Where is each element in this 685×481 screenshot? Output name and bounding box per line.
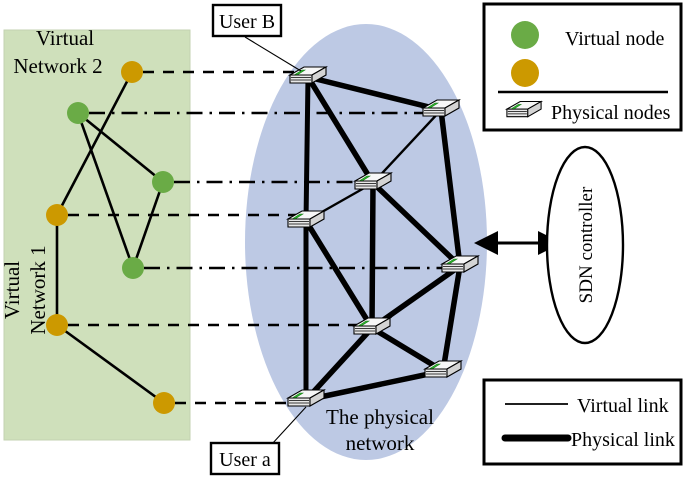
physical-link-thick [303, 74, 311, 224]
user-b-box[interactable] [211, 3, 283, 38]
legend-physical-link-label: Physical link [571, 429, 675, 451]
callout-user-b[interactable]: User B [211, 3, 302, 72]
virtual-link [131, 181, 165, 269]
physical-link-thick [305, 74, 376, 186]
legend-virtual-node-orange-icon [511, 59, 539, 87]
legend-nodes: Virtual node Physical nodes [482, 2, 683, 132]
virtual-network-panel [3, 29, 191, 441]
user-a-label: User a [219, 449, 271, 471]
virtual-link [55, 71, 134, 216]
virtual-node-orange[interactable] [46, 314, 68, 336]
mapping-links-group [68, 70, 460, 405]
physical-link-thick [369, 180, 376, 331]
virtual-node-green[interactable] [152, 171, 174, 193]
virtual-nodes-group [46, 61, 175, 414]
legend-physical-nodes-label: Physical nodes [551, 102, 671, 124]
sdn-controller-ellipse[interactable] [545, 145, 625, 345]
virtual-node-orange[interactable] [121, 61, 143, 83]
virtual-network2-label-line2: Network 2 [13, 54, 102, 78]
user-a-leader-line [271, 406, 307, 445]
physical-link-thin [371, 108, 443, 185]
physical-link-thick [303, 218, 375, 331]
legend-virtual-link-label: Virtual link [577, 395, 669, 417]
physical-link-thick [303, 368, 446, 403]
user-b-label: User B [219, 11, 275, 33]
sdn-controller[interactable]: SDN controller [474, 145, 625, 345]
virtual-network2-label-line1: Virtual [36, 26, 94, 50]
physical-link-thick [438, 107, 463, 269]
user-b-leader-line [244, 36, 302, 72]
virtual-link [56, 323, 165, 405]
physical-link-thick [303, 325, 375, 403]
legend-links-box [482, 378, 683, 466]
callout-user-a[interactable]: User a [209, 406, 307, 476]
physical-link-thick [305, 74, 444, 113]
virtual-panel-background [3, 29, 191, 441]
legend-virtual-node-label: Virtual node [565, 28, 664, 50]
virtual-links-group [55, 71, 165, 405]
virtual-link [76, 112, 135, 269]
virtual-network1-label-line1: Virtual [0, 261, 24, 319]
sdn-controller-label: SDN controller [576, 186, 597, 303]
physical-network-label-line1: The physical [326, 405, 434, 429]
virtual-node-orange[interactable] [46, 204, 68, 226]
physical-link-thick [370, 180, 463, 269]
virtual-node-green[interactable] [122, 257, 144, 279]
virtual-node-orange[interactable] [153, 392, 175, 414]
legend-links: Virtual link Physical link [482, 378, 683, 466]
physical-link-thick [440, 263, 463, 374]
physical-network-label-line2: network [346, 431, 415, 455]
virtual-network1-label-line2: Network 1 [26, 245, 50, 334]
virtual-node-green[interactable] [67, 102, 89, 124]
virtual-link [77, 111, 164, 184]
user-a-box[interactable] [209, 441, 281, 476]
legend-virtual-node-green-icon [511, 21, 539, 49]
physical-link-thick [369, 325, 446, 374]
